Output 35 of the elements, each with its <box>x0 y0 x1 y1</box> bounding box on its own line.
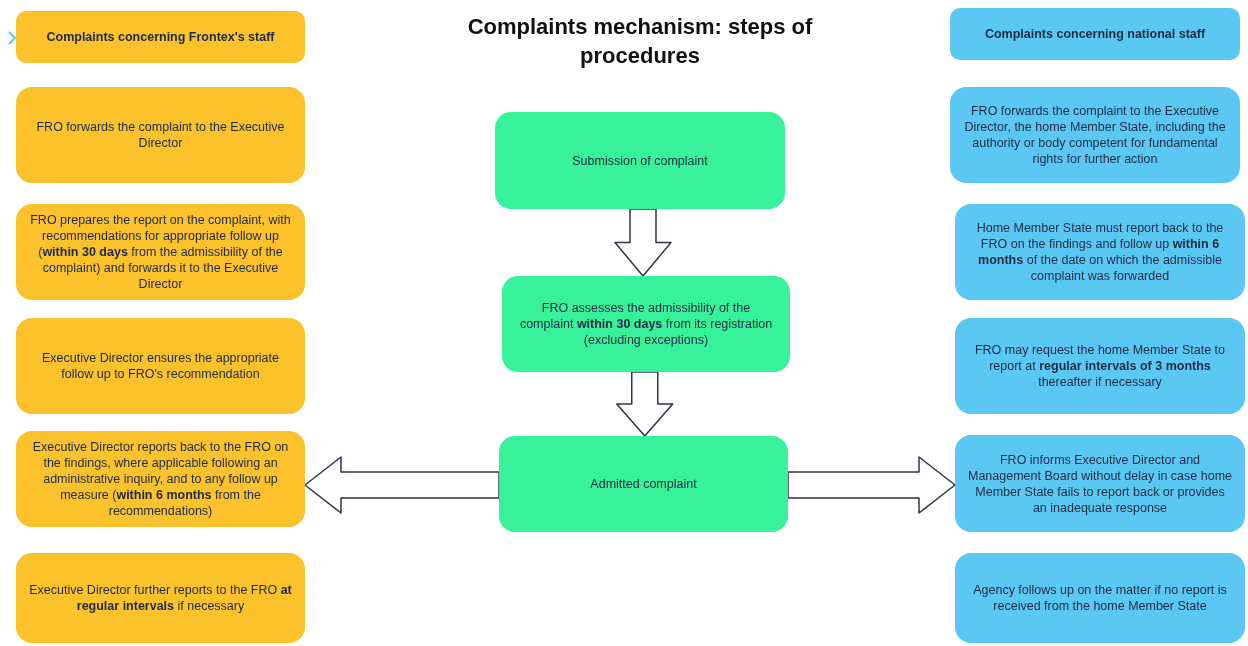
step-box <box>955 204 1245 300</box>
step-box <box>955 435 1245 532</box>
step-text: FRO forwards the complaint to the Executive Director, the home Member State, including the authority or body competent for fundamental rights for further action <box>963 103 1227 167</box>
block-arrow <box>787 456 956 514</box>
process-box <box>495 112 785 209</box>
step-text: Agency follows up on the matter if no report is received from the home Member State <box>972 582 1228 614</box>
process-box <box>502 276 790 372</box>
step-text: Executive Director further reports to the FRO at regular intervals if necessary <box>28 582 293 614</box>
step-box <box>16 431 305 527</box>
step-box <box>16 87 305 183</box>
step-box <box>16 553 305 643</box>
step-text: Submission of complaint <box>572 152 708 169</box>
step-box <box>16 204 305 300</box>
step-text: Admitted complaint <box>590 476 697 492</box>
step-text: FRO informs Executive Director and Management Board without delay in case home Member State fails to report back or provides an inadequate response <box>967 451 1233 516</box>
step-text: FRO assesses the admissibility of the complaint within 30 days from its registration (excluding exceptions) <box>518 300 774 348</box>
step-text: FRO prepares the report on the complaint, with recommendations for appropriate follow up (within 30 days from the admissibility of the complaint) and forwards it to the Executive Director <box>29 212 292 292</box>
column-header-box <box>16 11 305 63</box>
block-arrow <box>614 208 672 277</box>
step-box <box>16 318 305 414</box>
step-text: Home Member State must report back to the FRO on the findings and follow up within 6 months of the date on which the admissible complaint was forwarded <box>975 220 1225 284</box>
step-text: Executive Director ensures the appropriate follow up to FRO's recommendation <box>41 350 280 382</box>
block-arrow <box>304 456 500 514</box>
step-text: FRO may request the home Member State to report at regular intervals of 3 months thereafter if necessary <box>973 342 1227 390</box>
step-box <box>955 318 1245 414</box>
step-text: FRO forwards the complaint to the Executive Director <box>35 119 286 151</box>
step-box <box>950 87 1240 183</box>
column-heading: Complaints concerning national staff <box>984 26 1206 42</box>
diagram-title: Complaints mechanism: steps of procedures <box>466 13 814 70</box>
process-box <box>499 436 788 532</box>
step-text: Executive Director reports back to the FRO on the findings, where applicable following an administrative inquiry, and to any follow up measure (within 6 months from the recommendations) <box>31 439 290 519</box>
step-box <box>955 553 1245 643</box>
column-heading: Complaints concerning Frontex's staff <box>46 29 275 45</box>
block-arrow <box>616 371 674 437</box>
column-header-box <box>950 8 1240 60</box>
